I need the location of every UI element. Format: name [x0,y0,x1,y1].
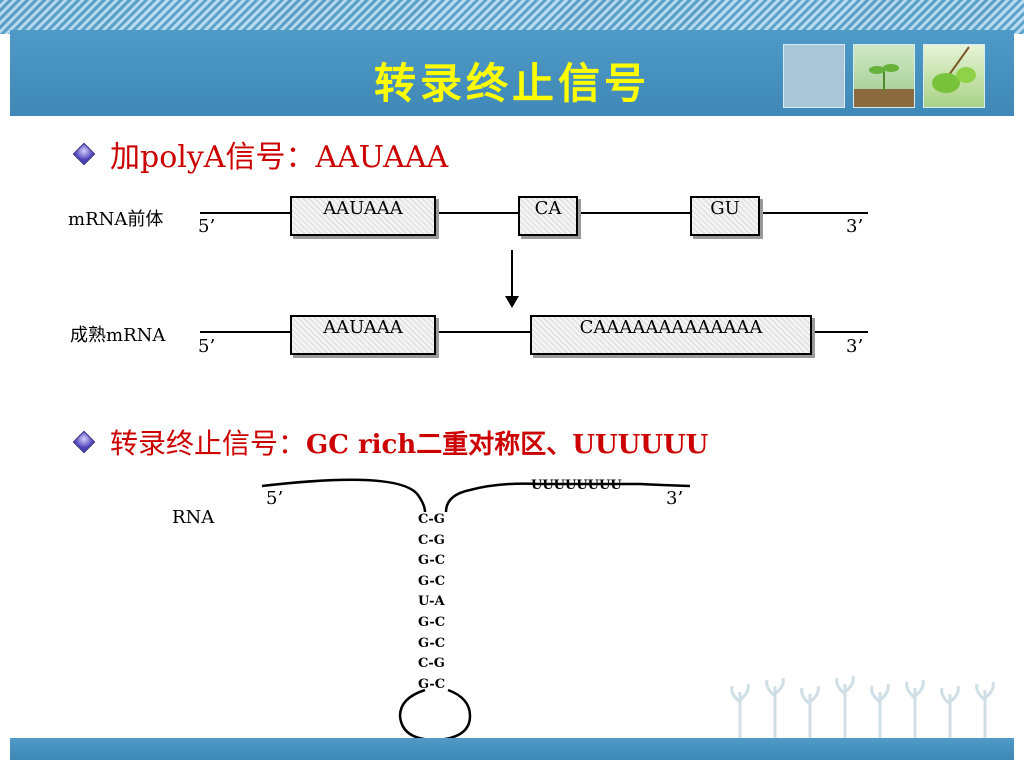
header-tile-plain [783,44,845,108]
precursor-box-aauaaa: AAUAAA [290,196,436,236]
base-pair: C-G [418,512,445,527]
leaf-photo-tile [923,44,985,108]
hairpin-three-prime: 3’ [666,488,684,509]
precursor-three-prime: 3’ [846,216,864,237]
top-stripe-band [0,0,1024,34]
mature-box-polya-tail: CAAAAAAAAAAAAA [530,315,812,355]
precursor-label: mRNA前体 [68,209,164,230]
sprout-photo-tile [853,44,915,108]
bullet-polya-text: 加polyA信号：AAUAAA [110,140,449,175]
footer-bar [10,738,1014,760]
base-pair: G-C [418,573,446,589]
slide-title: 转录终止信号 [373,59,650,108]
hairpin-poly-u: UUUUUUUU [531,478,622,493]
processing-arrow-shaft [511,250,513,298]
base-pair: C-G [418,532,445,548]
hairpin-loop [398,688,472,742]
header-bar [10,30,1014,116]
hairpin-left-arm [261,478,427,513]
precursor-box-gu: GU [690,196,760,236]
base-pair: G-C [418,614,446,630]
mature-box-aauaaa: AAUAAA [290,315,436,355]
leaf-icon [932,46,976,93]
base-pair: G-C [418,676,446,692]
precursor-box-ca: CA [518,196,578,236]
base-pair: U-A [418,594,445,610]
hairpin-five-prime: 5’ [266,488,284,509]
base-pair: G-C [418,553,446,569]
sprout-icon [854,64,914,107]
precursor-five-prime: 5’ [198,216,216,237]
bullet-termination-en: GC rich二重对称区、UUUUUU [306,429,709,460]
bullet-polya: 加polyA信号：AAUAAA [72,132,449,176]
hairpin-stem-pairs: C-G C-G G-C G-C U-A G-C G-C C-G G-C [418,510,458,695]
base-pair: G-C [418,635,446,651]
mature-five-prime: 5’ [198,336,216,357]
mature-label: 成熟mRNA [70,325,166,346]
bullet-termination: 转录终止信号： GC rich二重对称区、UUUUUU [72,422,709,462]
plant-silhouette-decoration-icon [730,675,995,738]
hairpin-right-arm [444,482,691,513]
base-pair: C-G [418,656,445,672]
arrow-down-icon [505,296,519,308]
bullet-termination-zh: 转录终止信号： [110,427,307,460]
mature-three-prime: 3’ [846,336,864,357]
hairpin-rna-label: RNA [172,507,215,528]
